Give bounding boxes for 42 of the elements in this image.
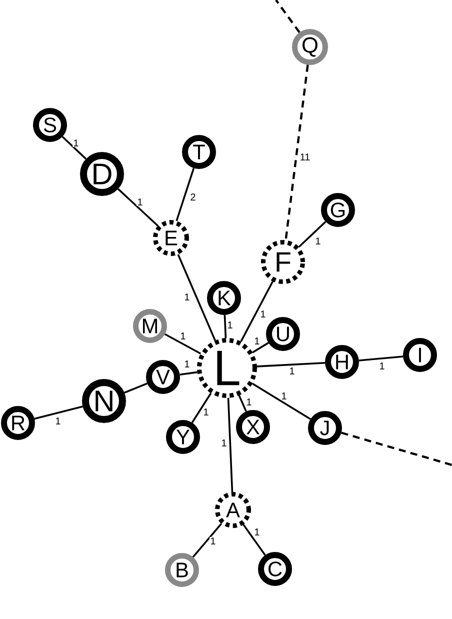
connector-line (242, 524, 266, 556)
connector-line (124, 382, 148, 394)
edge-label: 1 (260, 310, 266, 318)
connector-line (177, 254, 216, 341)
edge-label: 1 (226, 320, 234, 330)
connector-line (180, 371, 198, 376)
connector-line (192, 523, 222, 558)
connector-line (224, 314, 227, 338)
edge-label: 1 (180, 332, 186, 340)
dashed-line (284, 64, 309, 240)
edge-label: 1 (72, 138, 80, 148)
dashed-line (275, 0, 300, 34)
edge-label: 1 (184, 360, 190, 368)
connector-line (256, 362, 326, 368)
dashed-line (341, 432, 452, 466)
edge-label: 1 (378, 362, 386, 370)
connector-line (252, 382, 311, 420)
edge-label: 1 (280, 392, 288, 400)
connector-line (34, 406, 83, 420)
edge-label: 1 (54, 416, 62, 426)
connector-line (164, 333, 202, 354)
connector-line (176, 168, 195, 222)
edge-label: 1 (220, 438, 228, 448)
edge-label: 1 (210, 536, 216, 546)
edge-label: 11 (299, 152, 311, 162)
connector-line (358, 356, 404, 362)
connector-line (62, 136, 87, 160)
edge-label: 1 (246, 398, 252, 406)
connector-line (118, 188, 158, 226)
edge-label: 1 (254, 528, 260, 536)
edge-label: 1 (202, 408, 210, 416)
edge-label: 1 (184, 292, 190, 302)
connector-line (298, 221, 326, 248)
connector-line (240, 281, 274, 342)
edge-label: 1 (288, 366, 296, 376)
edge-label: 1 (314, 236, 322, 246)
connector-line (252, 342, 269, 354)
connector-line (191, 392, 212, 424)
connector-line (238, 395, 247, 412)
connector-line (227, 398, 234, 492)
edge-label: 1 (136, 198, 144, 206)
edge-label: 2 (190, 192, 196, 202)
